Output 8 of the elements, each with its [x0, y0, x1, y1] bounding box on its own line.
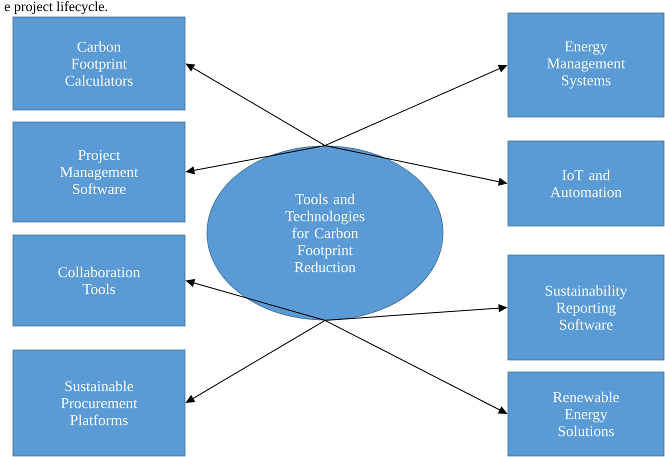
process-box: Sustainable Procurement Platforms: [12, 350, 186, 456]
process-box: Renewable Energy Solutions: [508, 372, 664, 456]
process-box: Collaboration Tools: [12, 234, 186, 326]
process-box: Energy Management Systems: [508, 12, 664, 118]
process-box: Project Management Software: [12, 122, 186, 222]
process-box: Sustainability Reporting Software: [508, 254, 664, 360]
process-box: Carbon Footprint Calculators: [12, 16, 186, 110]
process-box: IoT and Automation: [508, 140, 664, 226]
